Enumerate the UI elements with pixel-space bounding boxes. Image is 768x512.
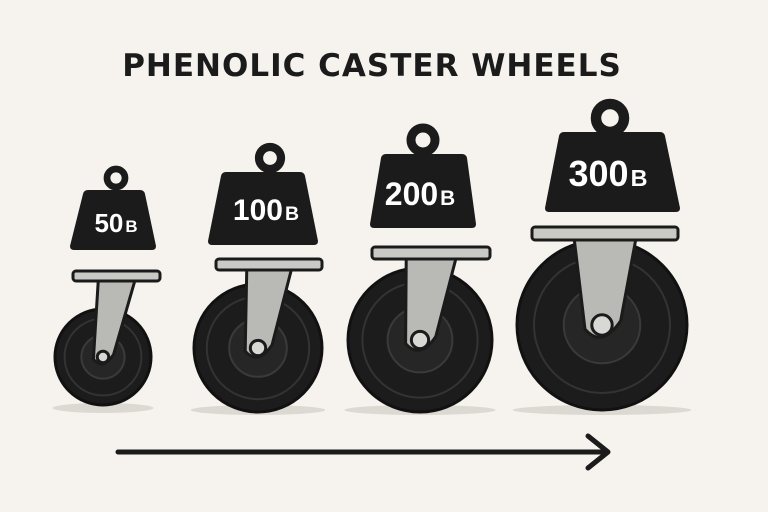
weight-body [208,172,318,245]
caster-3: 200B [344,123,496,415]
caster-4: 300B [512,98,692,415]
weight-value: 50 [94,208,123,238]
weight-body [545,132,680,212]
weight-icon: 200B [370,123,476,228]
mounting-plate [370,245,492,261]
shadow [52,403,154,413]
weight-body [370,154,476,228]
weight-ring [103,165,129,191]
weight-unit: B [125,217,137,236]
weight-ring [254,142,286,174]
mounting-plate [214,257,324,272]
weight-unit: B [440,187,455,210]
title: PHENOLIC CASTER WHEELS [122,48,622,84]
weight-body [70,190,156,250]
axle-bolt [95,349,111,365]
axle-bolt [590,313,614,337]
weight-label: 200B [385,176,455,212]
weight-value: 200 [385,176,438,212]
weight-label: 300B [569,153,648,194]
axle-bolt [409,329,431,351]
weight-unit: B [631,165,648,191]
weight-value: 300 [569,153,629,194]
weight-unit: B [285,203,299,225]
axle-bolt [248,338,268,358]
weight-icon: 300B [545,98,680,212]
increasing-capacity-arrow [115,433,611,471]
mounting-plate [530,225,680,242]
weight-ring [406,123,440,157]
weight-value: 100 [233,194,283,227]
weight-ring [590,98,630,138]
